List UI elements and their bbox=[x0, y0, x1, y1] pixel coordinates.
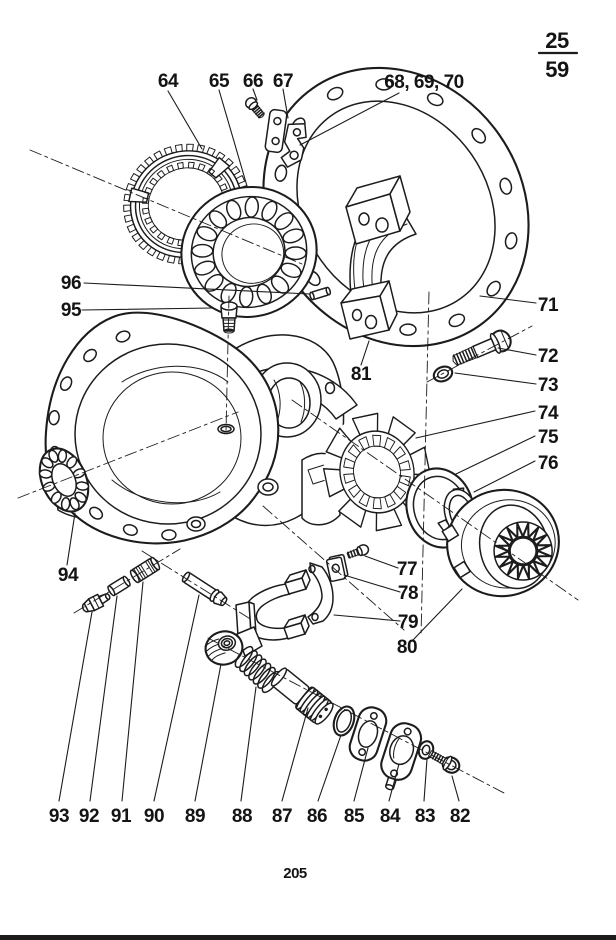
part-81-bearing-cap bbox=[340, 175, 417, 340]
part-label-71: 71 bbox=[538, 295, 559, 316]
part-label-90: 90 bbox=[144, 806, 164, 827]
housing-body bbox=[38, 311, 358, 545]
part-label-76: 76 bbox=[538, 453, 558, 474]
part-label-80: 80 bbox=[397, 637, 417, 658]
part-label-73: 73 bbox=[538, 375, 558, 396]
part-label-77: 77 bbox=[397, 559, 417, 580]
part-label-67: 67 bbox=[273, 71, 293, 92]
part-label-89: 89 bbox=[185, 806, 205, 827]
part-67-lock-plate bbox=[264, 108, 288, 154]
part-label-87: 87 bbox=[272, 806, 292, 827]
part-64-toothed-ring bbox=[123, 143, 249, 265]
part-85-gasket bbox=[348, 706, 388, 762]
part-72-bolt bbox=[452, 329, 512, 366]
part-label-64: 64 bbox=[158, 71, 179, 92]
part-label-81: 81 bbox=[351, 364, 372, 385]
part-label-88: 88 bbox=[232, 806, 252, 827]
part-66-bolt bbox=[244, 97, 265, 119]
sheet-number-denominator: 59 bbox=[545, 57, 569, 82]
part-label-95: 95 bbox=[61, 300, 82, 321]
centerlines bbox=[17, 149, 579, 794]
part-68-70-bracket bbox=[280, 123, 307, 168]
part-65-roller-bearing bbox=[180, 185, 318, 319]
part-label-72: 72 bbox=[538, 346, 558, 367]
sheet-number: 25 59 bbox=[537, 28, 579, 82]
part-label-86: 86 bbox=[307, 806, 327, 827]
part-label-78: 78 bbox=[398, 583, 418, 604]
part-label-91: 91 bbox=[111, 806, 132, 827]
page-bottom-edge bbox=[0, 935, 616, 940]
part-labels: 64 65 66 67 68, 69, 70 71 72 73 74 75 76… bbox=[49, 71, 560, 827]
part-86-o-ring bbox=[332, 705, 356, 737]
part-96-pin bbox=[309, 286, 332, 301]
part-83-washer bbox=[417, 740, 435, 760]
part-78-plate bbox=[325, 553, 349, 582]
part-label-65: 65 bbox=[209, 71, 230, 92]
part-90-shaft bbox=[181, 571, 228, 607]
part-79-clamp bbox=[307, 562, 334, 625]
part-87-piston bbox=[270, 667, 334, 725]
leader-lines bbox=[58, 88, 537, 802]
part-label-92: 92 bbox=[79, 806, 99, 827]
part-label-83: 83 bbox=[415, 806, 435, 827]
part-82-bolt bbox=[428, 750, 461, 774]
part-label-85: 85 bbox=[344, 806, 365, 827]
part-label-74: 74 bbox=[538, 403, 559, 424]
part-label-66: 66 bbox=[243, 71, 263, 92]
page-number: 205 bbox=[283, 865, 307, 882]
part-label-84: 84 bbox=[380, 806, 401, 827]
part-91-bushing bbox=[129, 556, 161, 584]
sheet-number-numerator: 25 bbox=[545, 28, 569, 53]
part-label-75: 75 bbox=[538, 427, 559, 448]
part-80-splined-coupling bbox=[441, 488, 560, 598]
part-label-94: 94 bbox=[58, 565, 79, 586]
part-label-96: 96 bbox=[61, 273, 81, 294]
part-label-82: 82 bbox=[450, 806, 470, 827]
part-89-shift-fork bbox=[204, 569, 311, 666]
part-label-68-70: 68, 69, 70 bbox=[384, 72, 464, 93]
part-label-93: 93 bbox=[49, 806, 69, 827]
part-label-79: 79 bbox=[398, 612, 418, 633]
part-93-grease-fitting bbox=[81, 593, 111, 613]
part-77-bolt bbox=[346, 544, 370, 559]
part-73-washer bbox=[432, 365, 454, 383]
